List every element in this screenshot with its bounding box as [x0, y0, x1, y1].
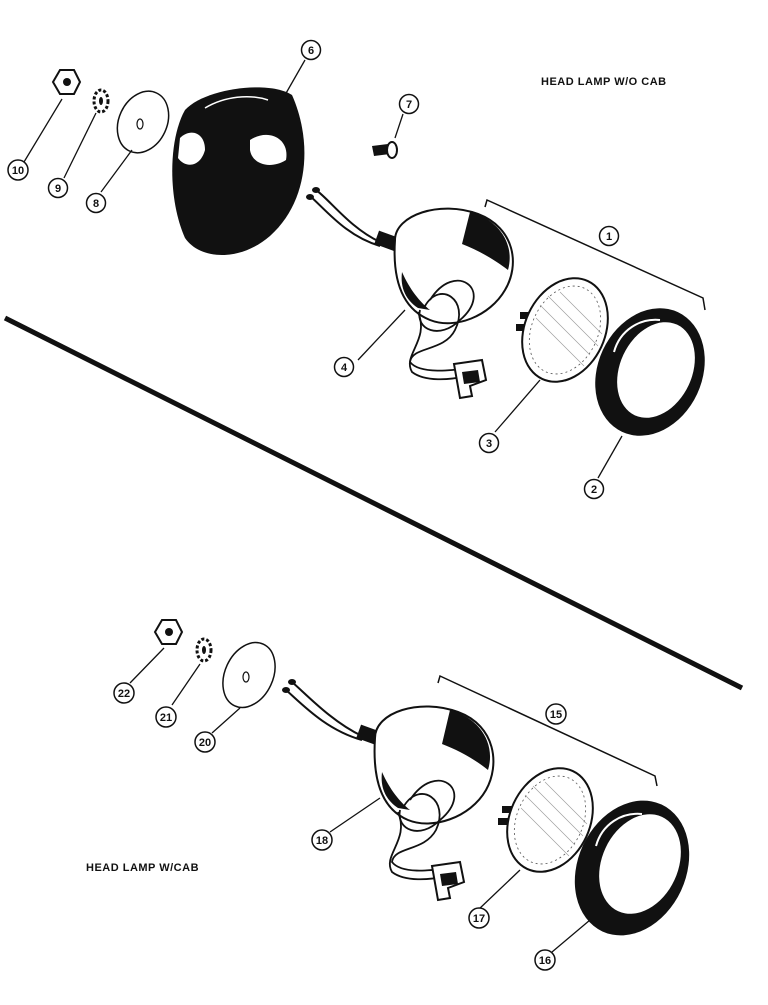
callout-15: 15 [545, 703, 567, 725]
callout-18: 18 [311, 829, 333, 851]
callout-9: 9 [47, 177, 69, 199]
callout-8: 8 [85, 192, 107, 214]
callout-6-label: 6 [308, 45, 314, 57]
callout-16: 16 [534, 949, 556, 971]
lock-washer-21 [195, 637, 213, 663]
caption-head-lamp-with-cab: HEAD LAMP W/CAB [86, 862, 200, 874]
callout-1: 1 [598, 225, 620, 247]
callout-6: 6 [300, 39, 322, 61]
callout-21: 21 [155, 706, 177, 728]
callout-22-label: 22 [118, 688, 130, 700]
lamp-housing-18 [282, 679, 495, 902]
retaining-ring-16 [574, 800, 690, 936]
divider-line [3, 315, 744, 691]
caption-head-lamp-without-cab: HEAD LAMP W/O CAB [541, 76, 667, 88]
callout-10: 10 [7, 159, 29, 181]
callout-4-label: 4 [341, 362, 348, 374]
screw-7 [372, 141, 398, 159]
callout-3-label: 3 [486, 438, 492, 450]
callout-4: 4 [333, 356, 355, 378]
callout-2: 2 [583, 478, 605, 500]
assembly-bracket-1 [484, 198, 706, 311]
callout-21-label: 21 [160, 712, 172, 724]
nut-10 [51, 69, 82, 95]
callout-10-label: 10 [12, 165, 24, 177]
sealed-beam-3 [516, 277, 609, 383]
nut-22 [153, 619, 184, 645]
callout-1-label: 1 [606, 231, 612, 243]
callout-15-label: 15 [550, 709, 562, 721]
callout-20: 20 [194, 731, 216, 753]
assembly-bracket-15 [437, 674, 658, 787]
lamp-housing-4 [306, 187, 514, 400]
callout-17: 17 [468, 907, 490, 929]
callout-18-label: 18 [316, 835, 328, 847]
leader-lines-top [23, 59, 623, 479]
callout-17-label: 17 [473, 913, 485, 925]
leader-lines-bottom [129, 647, 591, 953]
flat-washer-20 [222, 641, 276, 709]
callout-7-label: 7 [406, 99, 412, 111]
callout-20-label: 20 [199, 737, 211, 749]
retaining-ring-2 [595, 308, 705, 436]
callout-9-label: 9 [55, 183, 61, 195]
lock-washer-9 [92, 88, 110, 114]
callout-7: 7 [398, 93, 420, 115]
sealed-beam-17 [498, 767, 594, 873]
callout-3: 3 [478, 432, 500, 454]
callout-22: 22 [113, 682, 135, 704]
callout-2-label: 2 [591, 484, 597, 496]
flat-washer-8 [116, 90, 170, 154]
callout-16-label: 16 [539, 955, 551, 967]
callout-8-label: 8 [93, 198, 99, 210]
mounting-shell-6 [172, 87, 305, 256]
